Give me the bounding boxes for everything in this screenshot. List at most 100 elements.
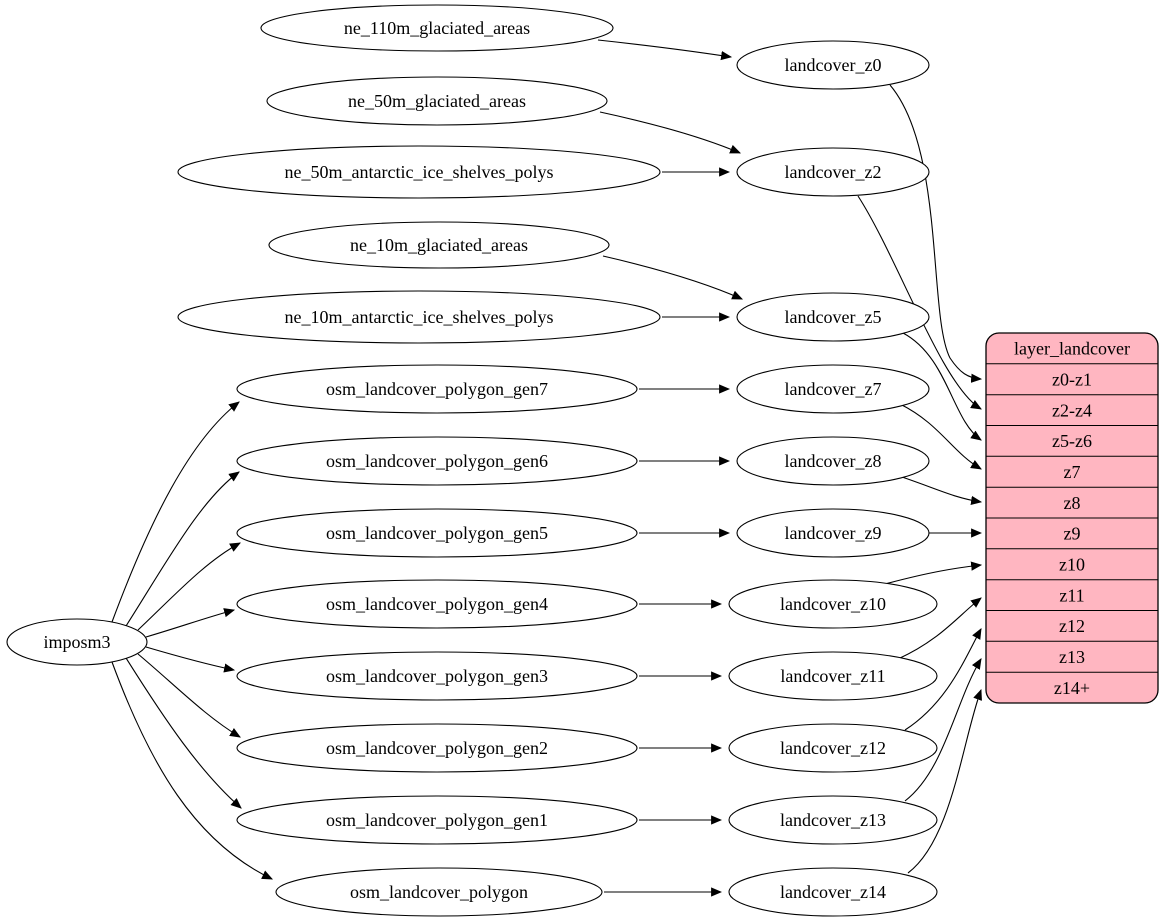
edge-landcover-z5-row-z5-z6 [902, 332, 982, 441]
edge-ne-50m-glaciated-areas-landcover-z2 [599, 111, 742, 154]
node-osm-landcover-polygon-gen6-shape [236, 436, 638, 486]
node-osm-landcover-polygon-gen6-label: osm_landcover_polygon_gen6 [326, 451, 548, 471]
edge-landcover-z10-row-z10 [884, 561, 983, 585]
record-row-z13: z13 [1059, 647, 1085, 667]
node-ne-10m-glaciated-areas: ne_10m_glaciated_areas [268, 221, 610, 269]
node-ne-50m-antarctic-ice-shelves-polys-shape [177, 145, 661, 199]
node-landcover-z8: landcover_z8 [736, 436, 930, 486]
edges [111, 39, 983, 897]
node-landcover-z14-shape [728, 867, 938, 917]
node-landcover-z11: landcover_z11 [728, 651, 938, 701]
node-osm-landcover-polygon-gen1-shape [236, 795, 638, 845]
node-osm-landcover-polygon-gen4: osm_landcover_polygon_gen4 [236, 579, 638, 629]
node-osm-landcover-polygon-label: osm_landcover_polygon [350, 882, 528, 902]
edge-imposm3-gen5 [137, 542, 241, 631]
node-ne-50m-antarctic-ice-shelves-polys: ne_50m_antarctic_ice_shelves_polys [177, 145, 661, 199]
record-row-z2-z4: z2-z4 [1052, 400, 1092, 420]
node-ne-50m-antarctic-ice-shelves-polys-label: ne_50m_antarctic_ice_shelves_polys [285, 162, 554, 182]
node-osm-landcover-polygon-gen2-label: osm_landcover_polygon_gen2 [326, 738, 548, 758]
record-row-z14plus: z14+ [1054, 678, 1090, 698]
node-landcover-z8-shape [736, 436, 930, 486]
node-osm-landcover-polygon-gen7-label: osm_landcover_polygon_gen7 [326, 379, 548, 399]
node-landcover-z10: landcover_z10 [728, 579, 938, 629]
nodes: imposm3 ne_110m_glaciated_areas ne_50m_g… [6, 4, 938, 917]
node-ne-50m-glaciated-areas: ne_50m_glaciated_areas [266, 76, 608, 126]
edge-imposm3-gen4 [145, 608, 236, 638]
record-row-z10: z10 [1059, 554, 1085, 574]
node-osm-landcover-polygon-gen3-label: osm_landcover_polygon_gen3 [326, 666, 548, 686]
node-landcover-z14: landcover_z14 [728, 867, 938, 917]
edge-landcover-z13-row-z13 [904, 658, 982, 802]
node-ne-50m-glaciated-areas-label: ne_50m_glaciated_areas [348, 91, 526, 111]
node-landcover-z12-label: landcover_z12 [780, 738, 886, 758]
edge-landcover-z11-row-z11 [897, 597, 982, 660]
node-landcover-z8-label: landcover_z8 [785, 451, 882, 471]
node-landcover-z5-label: landcover_z5 [785, 307, 882, 327]
node-landcover-z14-label: landcover_z14 [780, 882, 886, 902]
node-landcover-z5-shape [736, 292, 930, 342]
node-landcover-z9-shape [736, 508, 930, 558]
node-osm-landcover-polygon-gen2: osm_landcover_polygon_gen2 [236, 723, 638, 773]
node-ne-110m-glaciated-areas-label: ne_110m_glaciated_areas [344, 18, 530, 38]
edge-landcover-z8-row-z8 [901, 476, 983, 506]
node-landcover-z2-shape [736, 147, 930, 197]
edge-imposm3-gen7 [111, 401, 240, 623]
node-osm-landcover-polygon-gen5-shape [236, 508, 638, 558]
node-imposm3-shape [6, 618, 148, 666]
node-landcover-z2: landcover_z2 [736, 147, 930, 197]
edge-imposm3-gen3 [145, 646, 236, 673]
record-row-z11: z11 [1059, 585, 1084, 605]
record-row-z7: z7 [1064, 462, 1081, 482]
record-layer-landcover: layer_landcover z0-z1 z2-z4 z5-z6 z7 z8 … [985, 332, 1159, 704]
node-osm-landcover-polygon-gen1-label: osm_landcover_polygon_gen1 [326, 810, 548, 830]
node-landcover-z0-label: landcover_z0 [785, 55, 882, 75]
node-landcover-z13-label: landcover_z13 [780, 810, 886, 830]
edge-imposm3-osm-landcover-polygon [111, 661, 273, 880]
edge-landcover-z0-row-z0-z1 [889, 84, 983, 383]
record-row-z12: z12 [1059, 616, 1085, 636]
edge-imposm3-gen6 [125, 471, 240, 627]
node-osm-landcover-polygon: osm_landcover_polygon [275, 867, 603, 917]
record-row-z0-z1: z0-z1 [1052, 370, 1092, 390]
node-landcover-z12: landcover_z12 [728, 723, 938, 773]
node-landcover-z11-shape [728, 651, 938, 701]
node-ne-10m-glaciated-areas-label: ne_10m_glaciated_areas [350, 235, 528, 255]
node-ne-110m-glaciated-areas: ne_110m_glaciated_areas [260, 4, 614, 52]
edge-landcover-z12-row-z12 [904, 628, 982, 731]
node-landcover-z9: landcover_z9 [736, 508, 930, 558]
node-osm-landcover-polygon-gen7: osm_landcover_polygon_gen7 [236, 364, 638, 414]
node-landcover-z7: landcover_z7 [736, 364, 930, 414]
node-ne-50m-glaciated-areas-shape [266, 76, 608, 126]
node-landcover-z11-label: landcover_z11 [780, 666, 885, 686]
node-landcover-z5: landcover_z5 [736, 292, 930, 342]
node-landcover-z13: landcover_z13 [728, 795, 938, 845]
node-osm-landcover-polygon-gen3: osm_landcover_polygon_gen3 [236, 651, 638, 701]
node-landcover-z10-label: landcover_z10 [780, 594, 886, 614]
node-landcover-z9-label: landcover_z9 [785, 523, 882, 543]
node-ne-10m-antarctic-ice-shelves-polys-label: ne_10m_antarctic_ice_shelves_polys [285, 307, 554, 327]
edge-landcover-z14-row-z14plus [907, 688, 982, 874]
node-landcover-z12-shape [728, 723, 938, 773]
node-osm-landcover-polygon-gen1: osm_landcover_polygon_gen1 [236, 795, 638, 845]
node-landcover-z10-shape [728, 579, 938, 629]
node-ne-10m-glaciated-areas-shape [268, 221, 610, 269]
node-ne-10m-antarctic-ice-shelves-polys-shape [177, 290, 661, 344]
record-row-z9: z9 [1064, 524, 1081, 544]
node-osm-landcover-polygon-gen5-label: osm_landcover_polygon_gen5 [326, 523, 548, 543]
node-osm-landcover-polygon-gen2-shape [236, 723, 638, 773]
edge-landcover-z7-row-z7 [899, 403, 982, 470]
node-imposm3-label: imposm3 [43, 632, 110, 652]
node-landcover-z0-shape [736, 40, 930, 90]
node-imposm3: imposm3 [6, 618, 148, 666]
node-osm-landcover-polygon-gen7-shape [236, 364, 638, 414]
node-landcover-z2-label: landcover_z2 [785, 162, 882, 182]
record-row-z8: z8 [1064, 493, 1081, 513]
edge-imposm3-gen1 [125, 657, 242, 809]
edge-ne-10m-glaciated-areas-landcover-z5 [602, 255, 744, 300]
edge-imposm3-gen2 [137, 653, 241, 738]
node-osm-landcover-polygon-shape [275, 867, 603, 917]
record-title: layer_landcover [1014, 339, 1130, 359]
node-osm-landcover-polygon-gen6: osm_landcover_polygon_gen6 [236, 436, 638, 486]
